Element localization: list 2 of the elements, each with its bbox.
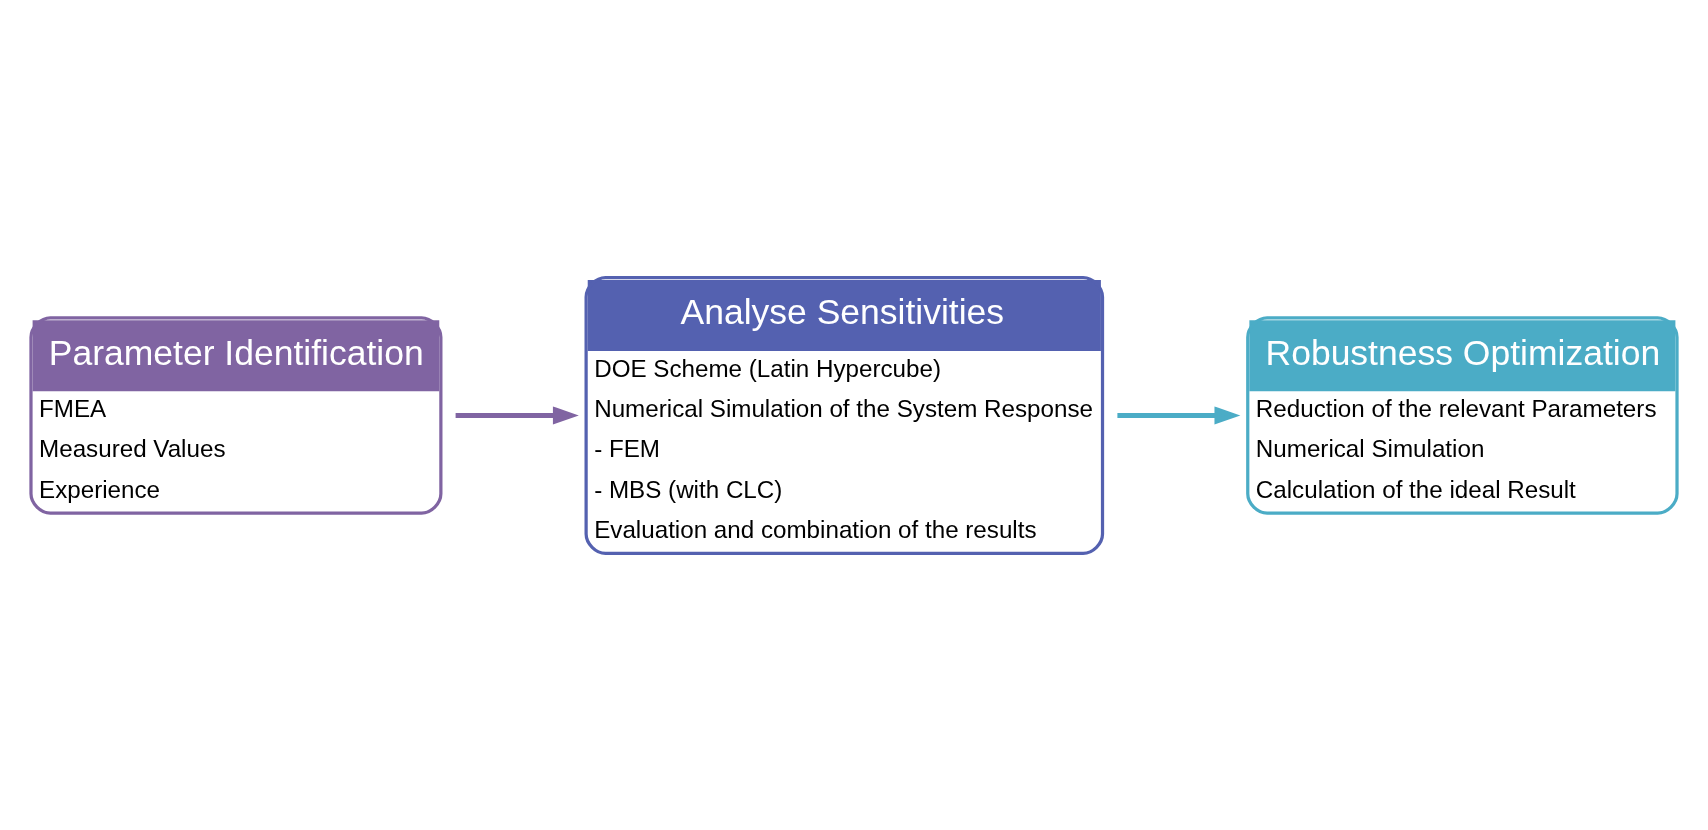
arrow xyxy=(455,405,579,425)
arrow xyxy=(1117,405,1241,425)
